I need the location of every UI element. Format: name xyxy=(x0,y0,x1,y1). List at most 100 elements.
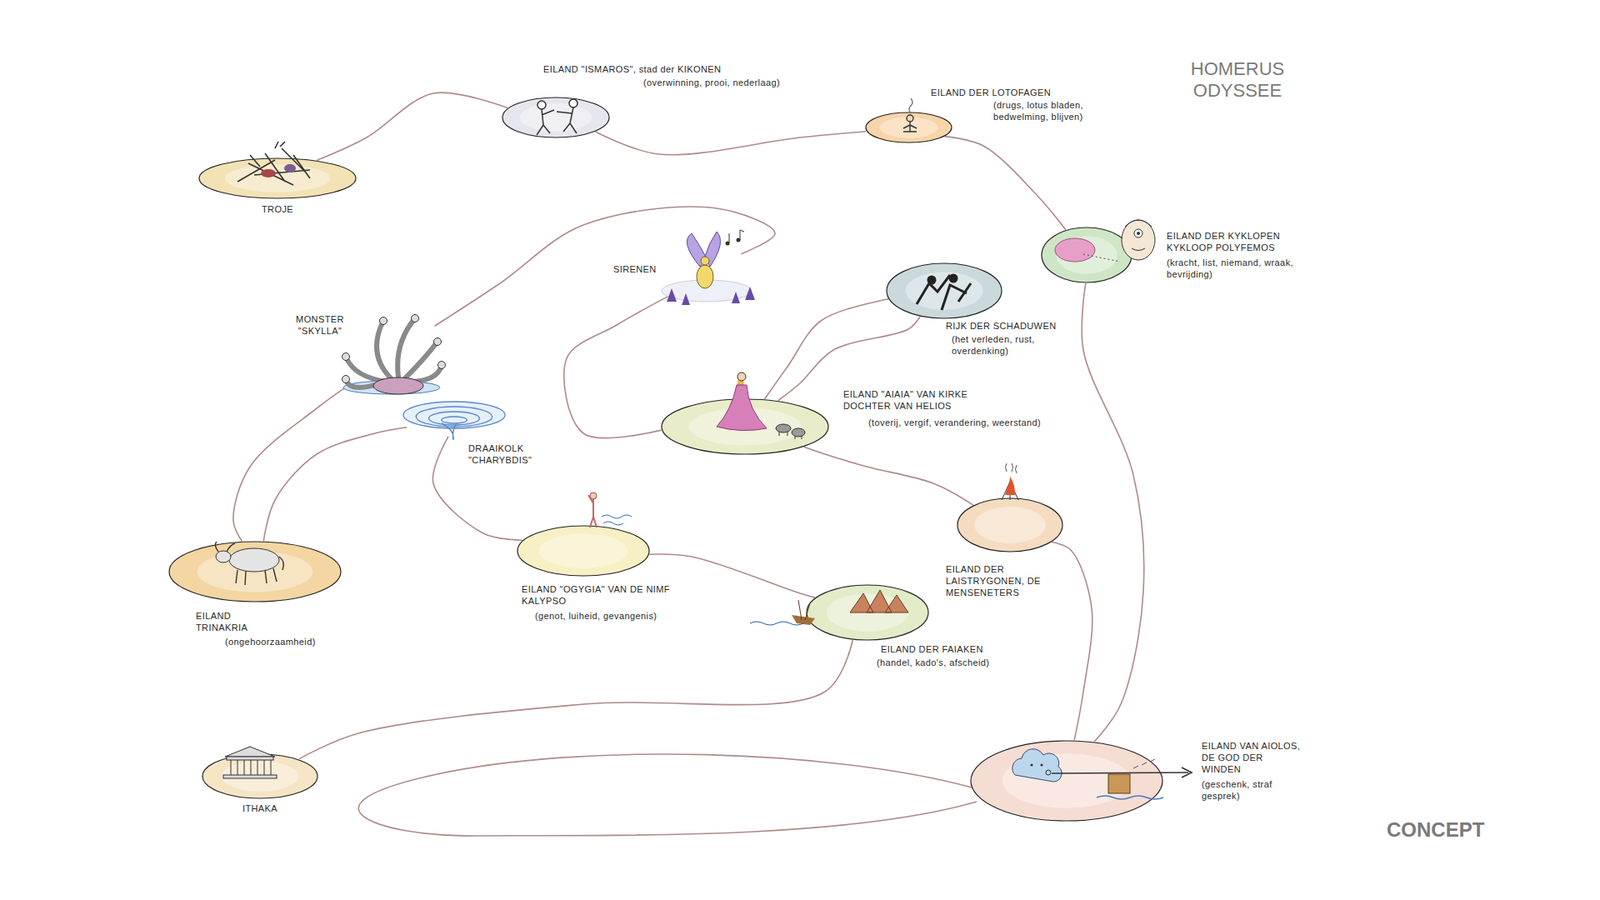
island-ellipse: EILAND TRINAKRIA(ongehoorzaamheid) xyxy=(168,540,342,603)
label-holder: (ongehoorzaamheid) xyxy=(223,635,349,648)
watermark: CONCEPT xyxy=(1386,818,1485,842)
place-name: EILAND "ISMAROS", stad der KIKONEN xyxy=(541,63,723,75)
label-holder: EILAND "OGYGIA" VAN DE NIMF KALYPSO xyxy=(520,583,677,607)
island-outline xyxy=(199,158,356,199)
island-outline xyxy=(517,525,650,576)
node-outline xyxy=(956,497,1064,553)
place-name: EILAND DER LAISTRYGONEN, DE MENSENETERS xyxy=(944,563,1046,599)
place-name: EILAND DER FAIAKEN xyxy=(879,643,985,655)
theme-note: (ongehoorzaamheid) xyxy=(223,635,318,648)
island-ellipse: EILAND DER FAIAKEN(handel, kado's, afsch… xyxy=(805,584,930,641)
island-ellipse: EILAND DER LOTOFAGEN(drugs, lotus bladen… xyxy=(865,111,953,144)
island-ellipse: EILAND "AIAIA" VAN KIRKE DOCHTER VAN HEL… xyxy=(660,398,830,455)
route-line xyxy=(233,384,351,542)
skylla-monster xyxy=(342,315,446,395)
label-holder: TROJE xyxy=(244,203,311,215)
island-outline xyxy=(169,541,341,602)
island-ellipse: TROJE xyxy=(198,157,357,200)
node-outline xyxy=(400,400,509,437)
route-line xyxy=(1081,283,1145,742)
theme-note: (kracht, list, niemand, wraak, bevrijdin… xyxy=(1165,256,1297,280)
theme-note: (genot, luiheid, gevangenis) xyxy=(533,610,659,622)
island-outline xyxy=(202,754,318,799)
theme-note: (overwinning, prooi, nederlaag) xyxy=(641,76,782,89)
island-highlight xyxy=(539,533,629,568)
island-ellipse: EILAND DER LAISTRYGONEN, DE MENSENETERS xyxy=(956,497,1064,553)
label-holder: EILAND "ISMAROS", stad der KIKONEN xyxy=(541,63,759,75)
route-line xyxy=(595,131,867,155)
cannibal-fire xyxy=(1001,463,1019,500)
place-name: MONSTER "SKYLLA" xyxy=(287,313,353,337)
place-name: DRAAIKOLK "CHARYBDIS" xyxy=(466,442,550,466)
island-outline xyxy=(970,740,1163,821)
theme-note: (het verleden, rust, overdenking) xyxy=(950,333,1065,357)
node-outline xyxy=(885,262,1003,320)
node-outline xyxy=(168,540,342,603)
theme-note: (toverij, vergif, verandering, weerstand… xyxy=(866,416,1043,429)
island-highlight xyxy=(689,407,802,445)
label-holder: DRAAIKOLK "CHARYBDIS" xyxy=(466,442,550,466)
label-holder: (handel, kado's, afscheid) xyxy=(875,656,1042,669)
cloud-outline xyxy=(661,280,752,302)
route-line xyxy=(764,299,889,400)
label-holder: (overwinning, prooi, nederlaag) xyxy=(641,76,825,89)
node-outline xyxy=(1040,226,1133,284)
label-holder: (geschenk, straf gesprek) xyxy=(1200,778,1294,802)
label-holder: MONSTER "SKYLLA" xyxy=(287,313,353,337)
route-line xyxy=(945,136,1066,230)
place-name: SIRENEN xyxy=(611,263,659,275)
label-holder: EILAND DER FAIAKEN xyxy=(879,643,1025,655)
place-name: EILAND "OGYGIA" VAN DE NIMF KALYPSO xyxy=(520,583,677,607)
island-outline xyxy=(502,97,610,138)
label-holder: SIRENEN xyxy=(611,263,667,275)
monster-figure: MONSTER "SKYLLA" xyxy=(333,312,450,396)
island-outline xyxy=(957,498,1063,552)
island-outline xyxy=(661,399,829,455)
route-loop xyxy=(358,754,977,836)
place-name: EILAND VAN AIOLOS, DE GOD DER WINDEN xyxy=(1200,740,1304,775)
node-outline xyxy=(970,740,1164,822)
label-holder: EILAND TRINAKRIA xyxy=(194,610,263,634)
node-outline xyxy=(201,753,319,800)
node-outline xyxy=(660,398,830,455)
island-highlight xyxy=(225,164,331,192)
whirl-ring xyxy=(441,416,468,424)
label-holder: (toverij, vergif, verandering, weerstand… xyxy=(866,416,1100,429)
route-line xyxy=(564,295,671,438)
route-line xyxy=(435,206,775,326)
node-outline xyxy=(501,96,610,139)
route-line xyxy=(299,640,853,760)
island-outline xyxy=(1041,227,1132,283)
island-highlight xyxy=(826,593,910,631)
label-holder: EILAND "AIAIA" VAN KIRKE DOCHTER VAN HEL… xyxy=(841,388,1005,412)
route-line xyxy=(1051,542,1093,741)
place-name: EILAND "AIAIA" VAN KIRKE DOCHTER VAN HEL… xyxy=(841,388,1005,412)
whirl-ring xyxy=(415,406,493,427)
node-outline xyxy=(198,157,357,200)
island-ellipse: EILAND "OGYGIA" VAN DE NIMF KALYPSO(geno… xyxy=(516,525,650,577)
island-outline xyxy=(886,263,1002,319)
label-holder: EILAND DER LOTOFAGEN xyxy=(929,86,1080,99)
island-highlight xyxy=(905,271,983,310)
whirl-ring xyxy=(403,401,505,429)
water-outline xyxy=(343,380,440,395)
node-outline xyxy=(805,584,930,641)
island-highlight xyxy=(1002,753,1132,808)
node-outline xyxy=(865,111,953,144)
island-outline xyxy=(806,585,929,640)
title-holder: HOMERUS ODYSSEE xyxy=(1183,58,1292,102)
whirl-ring xyxy=(429,411,480,425)
island-highlight xyxy=(974,506,1045,544)
island-ellipse: RIJK DER SCHADUWEN(het verleden, rust, o… xyxy=(885,262,1003,320)
island-highlight xyxy=(197,550,314,592)
island-ellipse: ITHAKA xyxy=(201,753,319,800)
island-outline xyxy=(865,112,952,143)
label-holder: EILAND DER KYKLOPEN KYKLOOP POLYFEMOS xyxy=(1165,230,1299,254)
island-ellipse: EILAND VAN AIOLOS, DE GOD DER WINDEN(ges… xyxy=(970,740,1164,822)
siren-cloud: SIRENEN xyxy=(656,245,757,305)
nymph xyxy=(588,492,632,528)
label-holder: (kracht, list, niemand, wraak, bevrijdin… xyxy=(1165,256,1297,280)
label-holder: ITHAKA xyxy=(230,802,290,815)
theme-note: (drugs, lotus bladen, bedwelming, blijve… xyxy=(991,99,1109,123)
node-outline xyxy=(516,525,650,577)
